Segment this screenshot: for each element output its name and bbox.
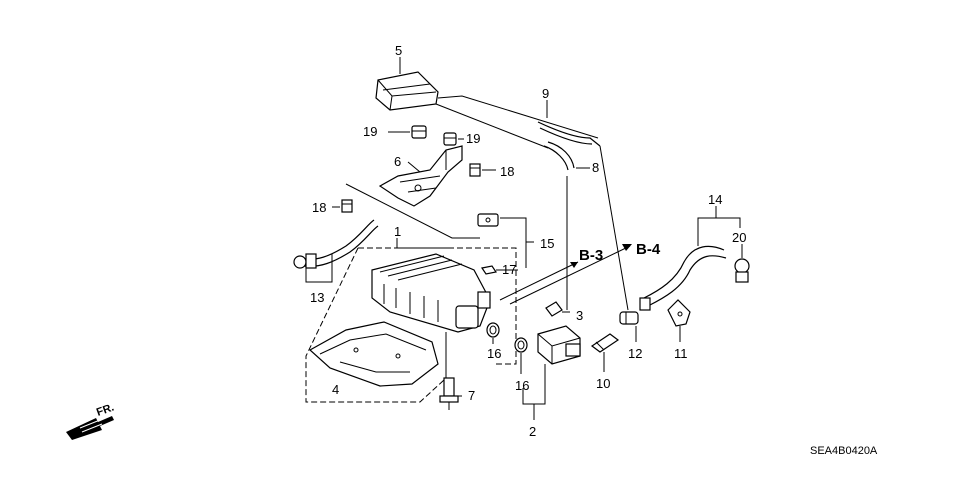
part-8-hose	[543, 145, 569, 171]
part-15-sensor	[477, 213, 499, 227]
callout-14: 11	[674, 346, 688, 361]
leader-5-to-8	[435, 103, 549, 149]
leader-bracket-guide	[345, 183, 480, 239]
part-12-joint	[619, 311, 639, 325]
part-7-bolt	[439, 377, 459, 410]
part-16-oring-b	[514, 337, 528, 353]
callout-16-a: 16	[487, 346, 501, 361]
leader-6	[407, 161, 421, 173]
callout-17: 17	[502, 262, 516, 277]
ref-arrow-b3	[499, 261, 579, 301]
leader-13-bracket	[697, 217, 741, 246]
callout-18-left: 18	[312, 200, 326, 215]
fr-arrow-icon	[66, 416, 114, 440]
ref-b4: B-4	[636, 241, 661, 258]
leader-5-to-9	[437, 95, 599, 139]
callout-1: 1	[394, 224, 401, 239]
ref-arrow-b4	[509, 244, 632, 305]
part-16-oring-a	[486, 322, 500, 338]
callout-3: 3	[576, 308, 583, 323]
part-19-grommet-right	[443, 132, 457, 146]
callout-5: 5	[395, 43, 402, 58]
callout-4: 4	[332, 382, 339, 397]
callout-20: 20	[732, 230, 746, 245]
part-17-nut	[481, 265, 497, 275]
callout-13: 14	[708, 192, 722, 207]
part-14-clip	[667, 299, 691, 327]
part-5-filter	[375, 71, 439, 111]
group-1-box	[358, 247, 517, 365]
part-19-grommet-left	[411, 125, 427, 139]
drawing-code: SEA4B0420A	[810, 445, 878, 457]
leader-15	[500, 217, 527, 268]
part-4-skid-plate	[308, 321, 439, 387]
leader-9-to-12	[599, 145, 629, 311]
part-6-bracket	[378, 145, 463, 207]
part-18-bolt-right	[469, 163, 481, 177]
callout-18-right: 18	[500, 164, 514, 179]
part-3-clip	[545, 301, 563, 317]
part-1-canister	[371, 253, 491, 333]
callout-19-left: 19	[363, 124, 377, 139]
part-10-hose	[590, 333, 620, 353]
part-2-valve	[537, 325, 581, 365]
callout-7: 7	[468, 388, 475, 403]
group-4-box	[305, 247, 445, 403]
part-20-connector	[734, 258, 750, 283]
part-18-bolt-left	[341, 199, 353, 213]
part-9-hose	[537, 121, 601, 147]
callout-19-right: 19	[466, 131, 480, 146]
callout-9: 9	[542, 86, 549, 101]
leader-11	[305, 254, 333, 283]
callout-16-b: 16	[515, 378, 529, 393]
part-11-hose	[293, 219, 379, 269]
part-13-hose	[639, 245, 727, 311]
callout-11: 13	[310, 290, 324, 305]
callout-15: 15	[540, 236, 554, 251]
callout-12: 12	[628, 346, 642, 361]
callout-8: 8	[592, 160, 599, 175]
callout-6: 6	[394, 154, 401, 169]
callout-2: 2	[529, 424, 536, 439]
fr-label: FR.	[95, 401, 116, 418]
callout-10: 10	[596, 376, 610, 391]
ref-b3: B-3	[579, 247, 603, 264]
